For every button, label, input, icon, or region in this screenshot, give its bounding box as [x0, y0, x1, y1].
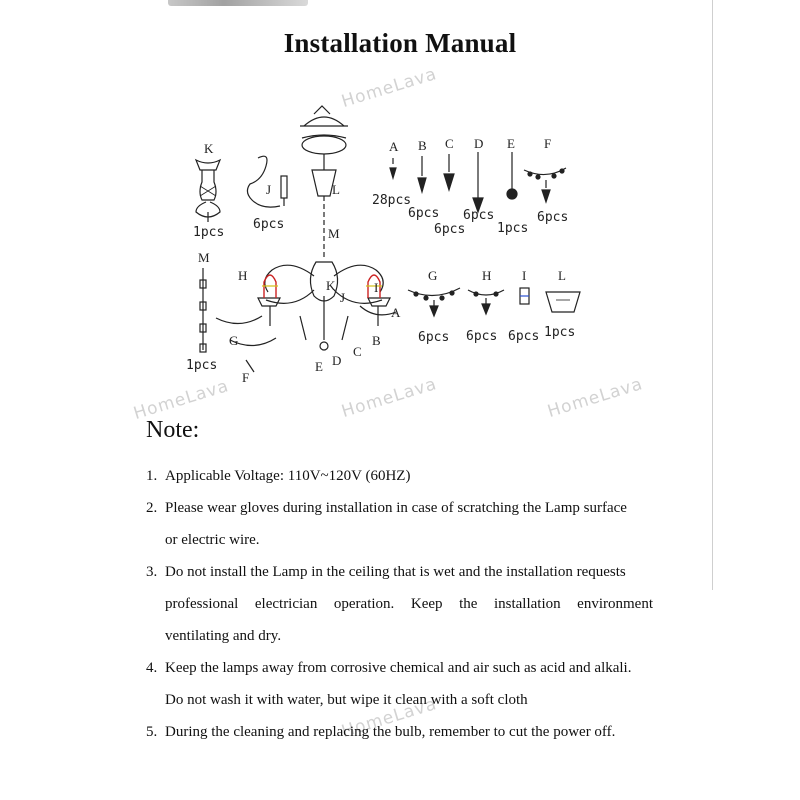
part-h-label: H: [482, 268, 492, 283]
right-edge-line: [712, 0, 713, 590]
part-h-qty: 6pcs: [466, 329, 498, 344]
part-d-icon: [472, 152, 484, 214]
part-a-icon: [389, 158, 397, 181]
assembly-label-h: H: [238, 268, 248, 283]
candle-bulb-icon: [263, 274, 381, 298]
assembly-label-m: M: [328, 226, 340, 241]
assembly-label-k: K: [326, 278, 336, 293]
part-c-icon: [443, 154, 455, 193]
part-l-icon: [545, 291, 581, 313]
note-item: 5. During the cleaning and replacing the…: [146, 716, 666, 748]
part-j-arm-icon: [246, 155, 288, 208]
part-e-label: E: [507, 136, 515, 151]
part-l-qty: 1pcs: [544, 325, 576, 340]
part-c-qty: 6pcs: [434, 222, 466, 237]
assembly-label-f: F: [242, 370, 250, 385]
part-i-label: I: [522, 268, 527, 283]
note-number: 1.: [146, 468, 158, 484]
assembly-label-d: D: [332, 353, 342, 368]
note-text: During the cleaning and replacing the bu…: [165, 724, 616, 740]
part-b-label: B: [418, 138, 427, 153]
note-text: professional electrician operation. Keep…: [165, 596, 653, 612]
part-b-icon: [417, 156, 427, 195]
note-heading: Note:: [146, 417, 200, 443]
note-number: 4.: [146, 660, 158, 676]
part-l-label: L: [558, 268, 566, 283]
part-b-qty: 6pcs: [408, 206, 440, 221]
part-i-icon: [519, 287, 530, 305]
part-c-label: C: [445, 136, 454, 151]
note-item: 1. Applicable Voltage: 110V~120V (60HZ): [146, 460, 666, 492]
part-j-label: J: [266, 182, 272, 197]
assembly-label-b: B: [372, 333, 381, 348]
part-g-icon: [407, 287, 461, 318]
note-text: Do not install the Lamp in the ceiling t…: [165, 564, 626, 580]
assembly-label-e: E: [315, 359, 323, 374]
assembly-label-g: G: [229, 333, 239, 348]
part-m-qty: 1pcs: [186, 358, 218, 373]
part-f-qty: 6pcs: [537, 210, 569, 225]
part-k-qty: 1pcs: [193, 225, 225, 240]
assembly-label-c: C: [353, 344, 362, 359]
note-text: Please wear gloves during installation i…: [165, 500, 627, 516]
part-j-qty: 6pcs: [253, 217, 285, 232]
note-number: 2.: [146, 500, 158, 516]
part-g-label: G: [428, 268, 438, 283]
note-item: 3. Do not install the Lamp in the ceilin…: [146, 556, 666, 652]
part-a-qty: 28pcs: [372, 193, 412, 208]
note-number: 5.: [146, 724, 158, 740]
note-item: 2. Please wear gloves during installatio…: [146, 492, 666, 556]
note-number: 3.: [146, 564, 158, 580]
assembly-label-i: I: [374, 280, 379, 295]
part-m-chain-icon: [199, 268, 207, 353]
note-text: Keep the lamps away from corrosive chemi…: [165, 660, 632, 676]
chandelier-assembly-icon: [215, 105, 397, 373]
note-item: 4. Keep the lamps away from corrosive ch…: [146, 652, 666, 716]
assembly-label-l: L: [332, 182, 340, 197]
assembly-label-j: J: [340, 290, 346, 305]
part-m-label: M: [198, 250, 210, 265]
part-k-label: K: [204, 141, 214, 156]
page-title: Installation Manual: [283, 28, 517, 58]
part-d-label: D: [474, 136, 484, 151]
part-e-icon: [506, 152, 518, 200]
note-text: Applicable Voltage: 110V~120V (60HZ): [165, 468, 411, 484]
part-d-qty: 6pcs: [463, 208, 495, 223]
part-f-icon: [523, 167, 567, 204]
part-e-qty: 1pcs: [497, 221, 529, 236]
part-k-cup-icon: [194, 158, 222, 222]
part-i-qty: 6pcs: [508, 329, 540, 344]
note-text: or electric wire.: [165, 532, 260, 548]
note-text: ventilating and dry.: [165, 628, 282, 644]
top-scan-smudge: [168, 0, 308, 6]
part-a-label: A: [389, 139, 399, 154]
note-text: Do not wash it with water, but wipe it c…: [165, 692, 528, 708]
assembly-label-a: A: [391, 305, 401, 320]
part-g-qty: 6pcs: [418, 330, 450, 345]
note-list: 1. Applicable Voltage: 110V~120V (60HZ) …: [146, 460, 666, 748]
parts-diagram: [194, 105, 581, 373]
part-f-label: F: [544, 136, 552, 151]
part-h-icon: [467, 289, 505, 316]
